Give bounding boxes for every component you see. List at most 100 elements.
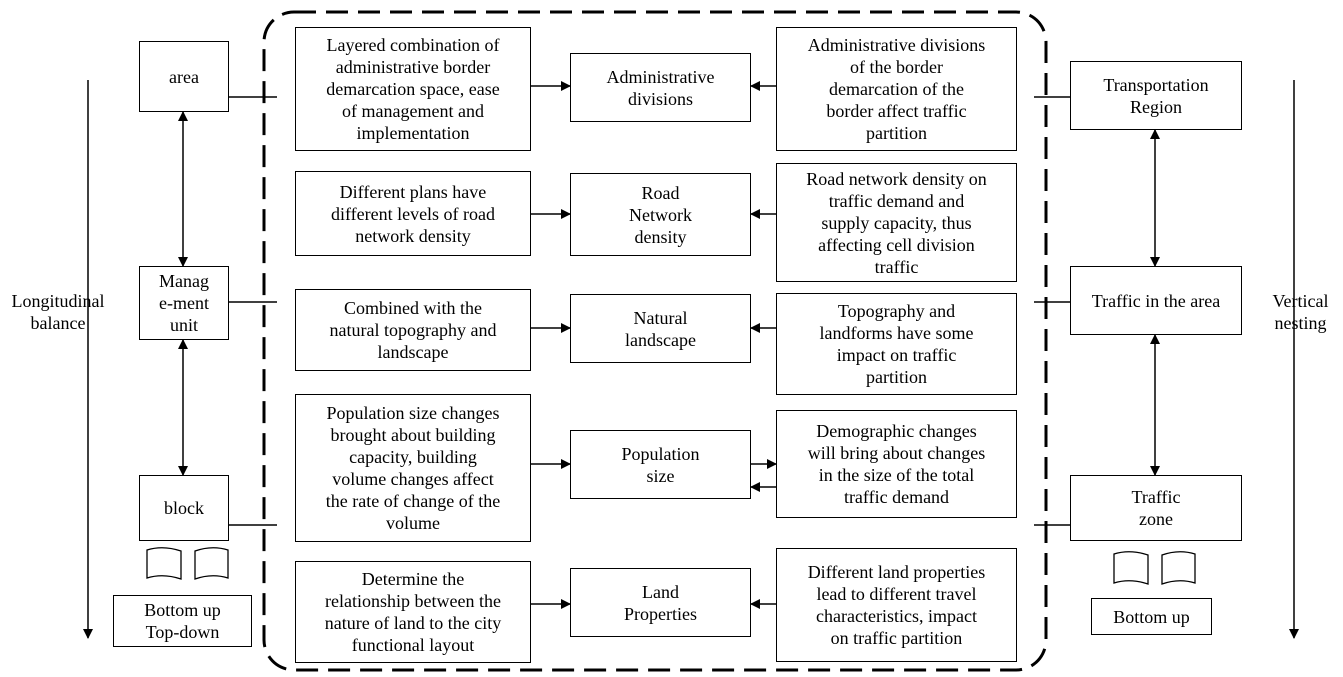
- row5-right-line-1: Different land properties: [807, 562, 986, 582]
- row1-right-line-4: border affect traffic: [826, 101, 967, 121]
- row4-center-text: Population size: [621, 443, 699, 487]
- row4-center-line-2: size: [646, 465, 675, 486]
- row1-center-line-1: Administrative: [606, 66, 715, 87]
- management-unit-line-2: e-ment: [159, 293, 209, 313]
- block-label: block: [164, 498, 204, 518]
- row2-left-box: Different plans have different levels of…: [295, 171, 531, 256]
- row2-right-line-4: affecting cell division: [818, 234, 975, 255]
- row2-center-line-1: Road: [641, 182, 680, 203]
- vertical-nesting-line-1: Vertical: [1272, 291, 1329, 311]
- row5-center-box: Land Properties: [570, 568, 751, 637]
- row5-right-box: Different land properties lead to differ…: [776, 548, 1017, 662]
- traffic-zone-text: Traffic zone: [1132, 486, 1181, 530]
- management-unit-box: Manag e-ment unit: [139, 266, 229, 340]
- right-order-label: Bottom up: [1113, 606, 1190, 627]
- row3-center-line-1: Natural: [633, 307, 688, 328]
- row1-left-line-4: of management and: [342, 101, 484, 121]
- vertical-nesting-line-2: nesting: [1274, 313, 1327, 333]
- row2-left-text: Different plans have different levels of…: [331, 181, 495, 247]
- row3-left-line-2: natural topography and: [329, 320, 497, 340]
- row2-right-line-5: traffic: [874, 256, 919, 277]
- row4-left-line-2: brought about building: [330, 425, 496, 445]
- row4-left-line-3: capacity, building: [349, 447, 477, 467]
- row2-right-text: Road network density on traffic demand a…: [806, 168, 986, 278]
- row1-center-box: Administrative divisions: [570, 53, 751, 122]
- row3-center-line-2: landscape: [625, 329, 696, 350]
- block-box: block: [139, 475, 229, 541]
- row4-right-box: Demographic changes will bring about cha…: [776, 410, 1017, 518]
- right-order-box: Bottom up: [1091, 598, 1212, 635]
- row2-center-text: Road Network density: [629, 182, 692, 248]
- transportation-region-text: Transportation Region: [1103, 74, 1208, 118]
- row5-right-line-4: on traffic partition: [830, 628, 963, 648]
- area-box: area: [139, 41, 229, 112]
- row3-right-line-1: Topography and: [837, 301, 956, 321]
- row4-center-box: Population size: [570, 430, 751, 499]
- row4-right-line-2: will bring about changes: [807, 443, 986, 463]
- row1-right-line-3: demarcation of the: [829, 79, 964, 99]
- row2-right-box: Road network density on traffic demand a…: [776, 163, 1017, 282]
- book-icon-right: [1113, 551, 1196, 585]
- row1-left-line-1: Layered combination of: [326, 35, 500, 55]
- row3-right-line-3: impact on traffic: [836, 345, 957, 365]
- longitudinal-balance-line-2: balance: [30, 313, 86, 333]
- row1-left-box: Layered combination of administrative bo…: [295, 27, 531, 151]
- row5-left-box: Determine the relationship between the n…: [295, 561, 531, 663]
- row1-center-line-2: divisions: [627, 88, 693, 109]
- row5-left-line-3: nature of land to the city: [324, 613, 502, 633]
- row1-right-line-5: partition: [866, 123, 927, 143]
- row2-right-line-1: Road network density on: [806, 168, 987, 189]
- row5-right-line-2: lead to different travel: [816, 584, 977, 604]
- row4-right-line-4: traffic demand: [843, 487, 950, 507]
- left-order-box: Bottom up Top-down: [113, 595, 252, 647]
- area-label: area: [169, 66, 199, 87]
- dashed-container: [262, 10, 1048, 672]
- row4-right-line-1: Demographic changes: [816, 421, 977, 441]
- row4-center-line-1: Population: [621, 443, 700, 464]
- transportation-region-line-1: Transportation: [1103, 74, 1209, 95]
- traffic-zone-line-1: Traffic: [1131, 487, 1181, 507]
- management-unit-text: Manag e-ment unit: [159, 270, 209, 336]
- book-icon-left: [146, 547, 229, 580]
- management-unit-line-1: Manag: [159, 271, 209, 291]
- transportation-region-box: Transportation Region: [1070, 61, 1242, 130]
- row3-right-line-4: partition: [866, 367, 927, 387]
- row3-center-box: Natural landscape: [570, 294, 751, 363]
- row2-left-line-3: network density: [355, 225, 471, 246]
- row5-center-line-2: Properties: [624, 603, 697, 624]
- traffic-in-area-box: Traffic in the area: [1070, 266, 1242, 335]
- row3-left-box: Combined with the natural topography and…: [295, 289, 531, 371]
- longitudinal-balance-line-1: Longitudinal: [11, 291, 105, 311]
- left-order-text: Bottom up Top-down: [144, 599, 221, 643]
- row4-right-line-3: in the size of the total: [818, 465, 975, 485]
- row1-left-line-5: implementation: [356, 123, 470, 143]
- longitudinal-balance-label: Longitudinal balance: [0, 290, 116, 334]
- traffic-in-area-label: Traffic in the area: [1091, 290, 1221, 311]
- row5-left-text: Determine the relationship between the n…: [325, 568, 501, 656]
- row4-left-text: Population size changes brought about bu…: [326, 402, 500, 534]
- row1-center-text: Administrative divisions: [607, 66, 715, 110]
- row5-center-text: Land Properties: [624, 581, 697, 625]
- row1-right-line-1: Administrative divisions: [807, 35, 986, 55]
- vertical-nesting-label: Vertical nesting: [1258, 290, 1343, 334]
- row5-left-line-4: functional layout: [351, 635, 475, 655]
- row4-left-line-6: volume: [385, 513, 440, 533]
- row1-left-line-3: demarcation space, ease: [326, 79, 500, 99]
- row2-right-line-2: traffic demand and: [828, 190, 965, 211]
- left-order-line-1: Bottom up: [144, 600, 221, 620]
- row1-left-line-2: administrative border: [335, 57, 491, 77]
- row4-left-line-5: the rate of change of the: [325, 491, 501, 511]
- row4-right-text: Demographic changes will bring about cha…: [808, 420, 985, 508]
- row2-left-line-2: different levels of road: [330, 203, 496, 224]
- row3-left-line-1: Combined with the: [343, 298, 482, 318]
- row1-right-box: Administrative divisions of the border d…: [776, 27, 1017, 151]
- row5-right-text: Different land properties lead to differ…: [808, 561, 986, 649]
- row3-right-line-2: landforms have some: [819, 323, 974, 343]
- row5-center-line-1: Land: [642, 581, 679, 602]
- row5-left-line-2: relationship between the: [325, 591, 501, 611]
- row2-center-line-3: density: [634, 226, 687, 247]
- row5-right-line-3: characteristics, impact: [816, 606, 977, 626]
- row3-right-text: Topography and landforms have some impac…: [820, 300, 974, 388]
- traffic-zone-line-2: zone: [1139, 509, 1173, 529]
